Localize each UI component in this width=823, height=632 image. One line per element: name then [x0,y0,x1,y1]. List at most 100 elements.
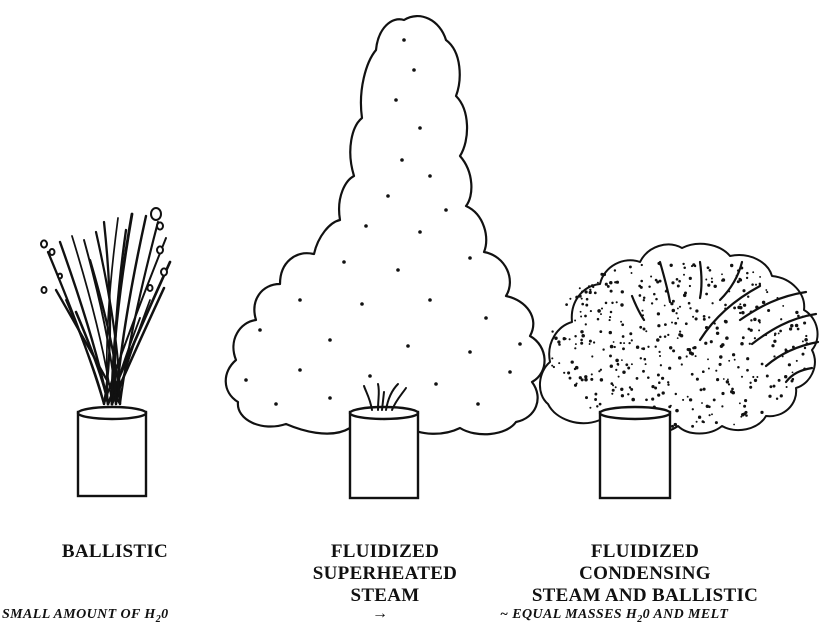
condensing-speckle [709,269,712,272]
condensing-speckle [629,332,632,335]
condensing-speckle [721,392,724,395]
condensing-speckle [664,323,667,326]
condensing-speckle [653,293,656,296]
ballistic-droplet [148,285,153,291]
condensing-speckle [689,285,691,287]
condensing-speckle [753,318,756,321]
condensing-speckle [574,320,576,322]
condensing-speckle [631,363,633,365]
condensing-speckle [662,391,665,394]
condensing-speckle [683,267,686,270]
condensing-speckle [692,316,694,318]
condensing-label-line-2: CONDENSING [520,563,770,585]
condensing-speckle [730,264,733,267]
condensing-speckle [565,303,568,306]
condensing-speckle [670,405,672,407]
condensing-speckle [790,324,793,327]
condensing-speckle [682,399,684,401]
steam-dot [400,158,404,162]
condensing-speckle [596,405,598,407]
condensing-speckle [742,289,745,292]
condensing-speckle [788,363,791,366]
condensing-speckle [683,294,686,297]
condensing-speckle [766,291,768,293]
condensing-speckle [724,320,728,324]
condensing-speckle [623,342,625,344]
condensing-speckle [616,301,618,303]
condensing-speckle [622,370,625,373]
steam-dot [444,208,448,212]
condensing-speckle [776,397,778,399]
condensing-speckle [620,303,623,306]
condensing-speckle [675,393,677,395]
condensing-speckle [645,363,647,365]
condensing-speckle [691,373,694,376]
condensing-speckle [711,281,713,283]
condensing-speckle [639,294,642,297]
condensing-speckle [767,309,770,312]
condensing-speckle [773,340,776,343]
condensing-speckle [709,414,711,416]
condensing-speckle [588,285,590,287]
condensing-speckle [715,370,717,372]
condensing-speckle [758,329,760,331]
condensing-speckle [747,295,749,297]
condensing-speckle [641,310,643,312]
steam-dot [368,374,372,378]
condensing-speckle [796,360,798,362]
condensing-speckle [689,307,691,309]
condensing-speckle [691,425,694,428]
condensing-speckle [795,311,798,314]
condensing-speckle [771,344,774,347]
condensing-speckle [803,321,806,324]
condensing-speckle [597,309,601,313]
condensing-speckle [629,265,632,268]
condensing-speckle [657,312,660,315]
condensing-speckle [680,334,683,337]
condensing-speckle [708,316,710,318]
condensing-label-line-3: STEAM AND BALLISTIC [520,585,770,607]
condensing-speckle [769,385,772,388]
condensing-container [600,407,670,498]
condensing-speckle [754,337,756,339]
condensing-speckle [713,398,716,401]
ballistic-droplet [157,246,163,253]
condensing-speckle [621,323,624,326]
condensing-speckle [584,378,588,382]
condensing-speckle [674,322,677,325]
condensing-speckle [797,315,800,318]
condensing-speckle [737,366,740,369]
steam-dot [244,378,248,382]
right-caption-tail: 0 AND MELT [643,607,729,622]
condensing-speckle [733,306,736,309]
condensing-speckle [668,367,671,370]
condensing-speckle [804,338,808,342]
condensing-speckle [657,374,660,377]
condensing-speckle [802,353,805,356]
ballistic-droplet [58,274,62,279]
condensing-speckle [655,298,658,301]
superheated-label-line-3: STEAM [300,585,470,607]
condensing-speckle [647,346,649,348]
condensing-speckle [601,307,603,309]
condensing-speckle [631,272,633,274]
steam-dot [298,368,302,372]
steam-dot [342,260,346,264]
condensing-speckle [695,317,698,320]
condensing-speckle [713,285,716,288]
condensing-speckle [636,377,639,380]
condensing-speckle [659,355,661,357]
condensing-speckle [720,345,723,348]
condensing-speckle [589,407,591,409]
condensing-speckle [716,332,719,335]
condensing-speckle [723,378,725,380]
condensing-speckle [696,421,698,423]
condensing-speckle [551,365,553,367]
condensing-speckle [648,285,650,287]
condensing-speckle [610,382,613,385]
condensing-speckle [644,358,647,361]
condensing-speckle [778,379,781,382]
steam-dot [434,382,438,386]
condensing-speckle [789,327,792,330]
condensing-speckle [731,388,734,391]
